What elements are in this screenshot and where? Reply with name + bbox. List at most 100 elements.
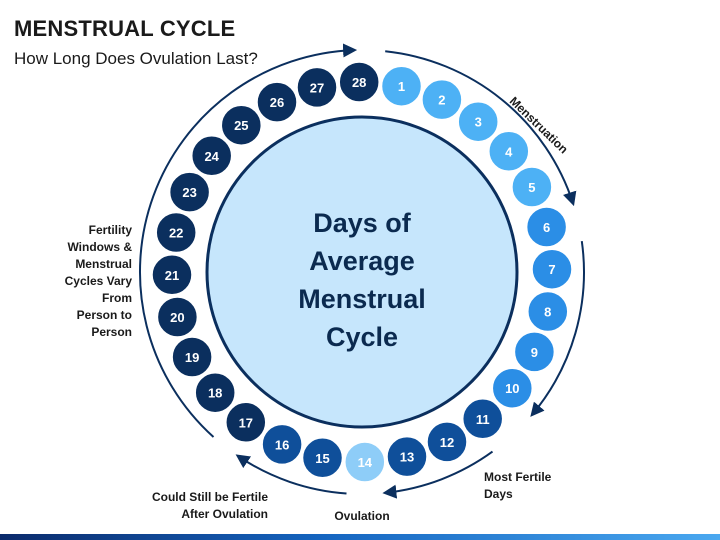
day-circle [151, 254, 193, 296]
day-node: 24 [190, 135, 233, 177]
day-number: 15 [315, 451, 329, 466]
most-fertile-line: Most Fertile [484, 470, 552, 484]
day-circle [155, 211, 197, 254]
day-number: 9 [531, 345, 538, 360]
day-circle [225, 401, 267, 444]
after-ovulation-label: Could Still be Fertile After Ovulation [140, 489, 268, 523]
day-node: 25 [220, 104, 263, 146]
day-node: 16 [261, 423, 303, 466]
day-number: 20 [170, 310, 184, 325]
day-node: 6 [525, 206, 568, 248]
day-node: 18 [194, 371, 236, 414]
day-node: 4 [488, 130, 530, 173]
page-subtitle: How Long Does Ovulation Last? [14, 49, 258, 68]
day-circle [338, 61, 380, 103]
day-node: 2 [421, 78, 463, 121]
day-circle [513, 331, 556, 373]
day-circle [491, 367, 534, 409]
day-number: 7 [548, 262, 555, 277]
day-number: 19 [185, 350, 199, 365]
day-node: 8 [527, 290, 569, 333]
fertility-note-line: Cycles Vary [64, 274, 132, 288]
day-circle [168, 171, 211, 213]
day-node: 12 [426, 421, 468, 463]
day-node: 28 [338, 61, 380, 103]
page-title: MENSTRUAL CYCLE [14, 16, 236, 41]
day-number: 13 [400, 450, 414, 465]
day-node: 14 [344, 441, 386, 483]
center-text-line: Cycle [325, 322, 399, 352]
day-number: 21 [165, 268, 179, 283]
day-number: 17 [239, 415, 253, 430]
day-number: 26 [270, 95, 284, 110]
day-circle [461, 398, 504, 440]
day-node: 3 [457, 100, 499, 143]
day-number: 1 [398, 79, 405, 94]
day-number: 25 [234, 118, 248, 133]
day-node: 27 [296, 66, 338, 109]
day-number: 11 [476, 412, 490, 427]
fertility-note-line: Menstrual [75, 257, 132, 271]
day-circle [190, 135, 233, 177]
day-node: 17 [225, 401, 267, 444]
center-circle [205, 115, 519, 429]
day-number: 18 [208, 386, 222, 401]
day-node: 19 [171, 336, 213, 378]
day-node: 20 [156, 296, 199, 338]
day-number: 5 [528, 180, 535, 195]
after-ovulation-line: After Ovulation [181, 507, 268, 521]
cycle-arrow [235, 454, 347, 495]
most-fertile-days-label: Most Fertile Days [484, 469, 564, 503]
day-node: 5 [511, 166, 553, 208]
day-node: 22 [155, 211, 197, 254]
day-circle [296, 66, 338, 109]
day-node: 7 [531, 248, 573, 290]
day-number: 10 [505, 381, 519, 396]
day-number: 12 [440, 435, 454, 450]
footer-bar [0, 534, 720, 540]
day-number: 3 [475, 115, 482, 130]
day-node: 21 [151, 254, 193, 296]
day-number: 6 [543, 220, 550, 235]
day-circle [256, 81, 298, 123]
day-number: 2 [438, 93, 445, 108]
day-circle [525, 206, 568, 248]
day-circle [156, 296, 199, 338]
day-nodes: 1234567891011121314151617181920212223242… [151, 61, 573, 483]
fertility-note-line: Fertility [88, 223, 132, 237]
day-circle [426, 421, 468, 463]
day-circle [421, 78, 463, 121]
day-number: 22 [169, 226, 183, 241]
center-text-line: Average [309, 246, 415, 276]
day-circle [171, 336, 213, 378]
day-number: 28 [352, 75, 366, 90]
day-number: 23 [182, 185, 196, 200]
day-node: 15 [301, 437, 344, 479]
day-circle [531, 248, 573, 290]
day-circle [457, 100, 499, 143]
day-number: 16 [275, 437, 289, 452]
day-number: 4 [505, 144, 513, 159]
fertility-note-line: From [102, 291, 132, 305]
most-fertile-line: Days [484, 487, 513, 501]
day-node: 13 [386, 435, 428, 478]
day-node: 11 [461, 398, 504, 440]
day-number: 27 [310, 80, 324, 95]
day-node: 1 [380, 65, 423, 107]
cycle-arrow [385, 50, 577, 207]
day-node: 23 [168, 171, 211, 213]
day-node: 26 [256, 81, 298, 123]
fertility-note-line: Windows & [67, 240, 132, 254]
center-text-line: Menstrual [298, 284, 426, 314]
ovulation-label: Ovulation [334, 509, 390, 523]
cycle-arrow [382, 450, 494, 499]
fertility-note-line: Person to [76, 308, 132, 322]
day-circle [386, 435, 428, 478]
day-circle [301, 437, 344, 479]
day-circle [527, 290, 569, 333]
day-number: 8 [544, 305, 551, 320]
day-node: 10 [491, 367, 534, 409]
day-number: 24 [204, 149, 219, 164]
outer-ring [138, 43, 585, 499]
